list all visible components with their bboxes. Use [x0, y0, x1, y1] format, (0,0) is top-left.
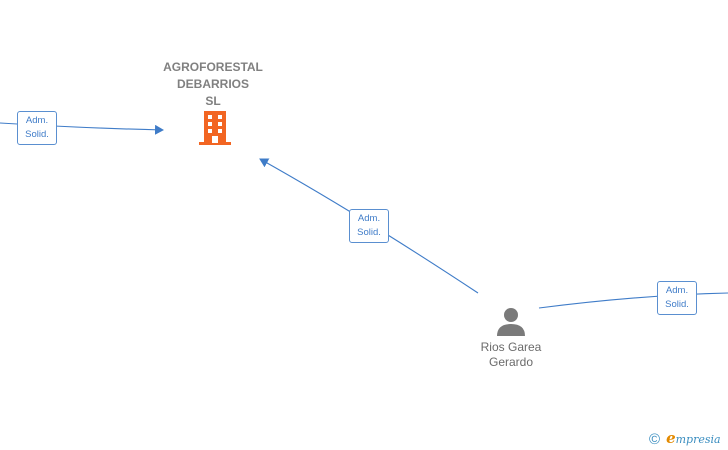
company-name-line: AGROFORESTAL	[163, 60, 263, 74]
copyright-symbol: ©	[649, 431, 661, 448]
brand-logo-initial: e	[666, 429, 676, 447]
role-label-line: Adm.	[665, 285, 689, 296]
role-label-line: Adm.	[25, 115, 49, 126]
person-name-line: Gerardo	[488, 355, 534, 369]
company-name-line: SL	[205, 94, 221, 108]
company-name[interactable]: AGROFORESTAL DEBARRIOS SL	[148, 59, 278, 110]
role-label-line: Adm.	[357, 213, 381, 224]
person-name-line: Rios Garea	[480, 340, 542, 354]
role-label-right[interactable]: Adm. Solid.	[657, 281, 697, 315]
brand-logo-text: mpresia	[675, 433, 721, 446]
role-label-person-company[interactable]: Adm. Solid.	[349, 209, 389, 243]
building-icon[interactable]	[199, 111, 231, 145]
person-name[interactable]: Rios Garea Gerardo	[458, 340, 564, 370]
role-label-line: Solid.	[357, 227, 381, 238]
brand-watermark: © empresia	[649, 429, 721, 448]
edge-line-right	[538, 292, 728, 309]
role-label-left[interactable]: Adm. Solid.	[17, 111, 57, 145]
role-label-line: Solid.	[665, 299, 689, 310]
role-label-line: Solid.	[25, 129, 49, 140]
person-icon[interactable]	[496, 306, 526, 336]
company-name-line: DEBARRIOS	[176, 77, 249, 91]
